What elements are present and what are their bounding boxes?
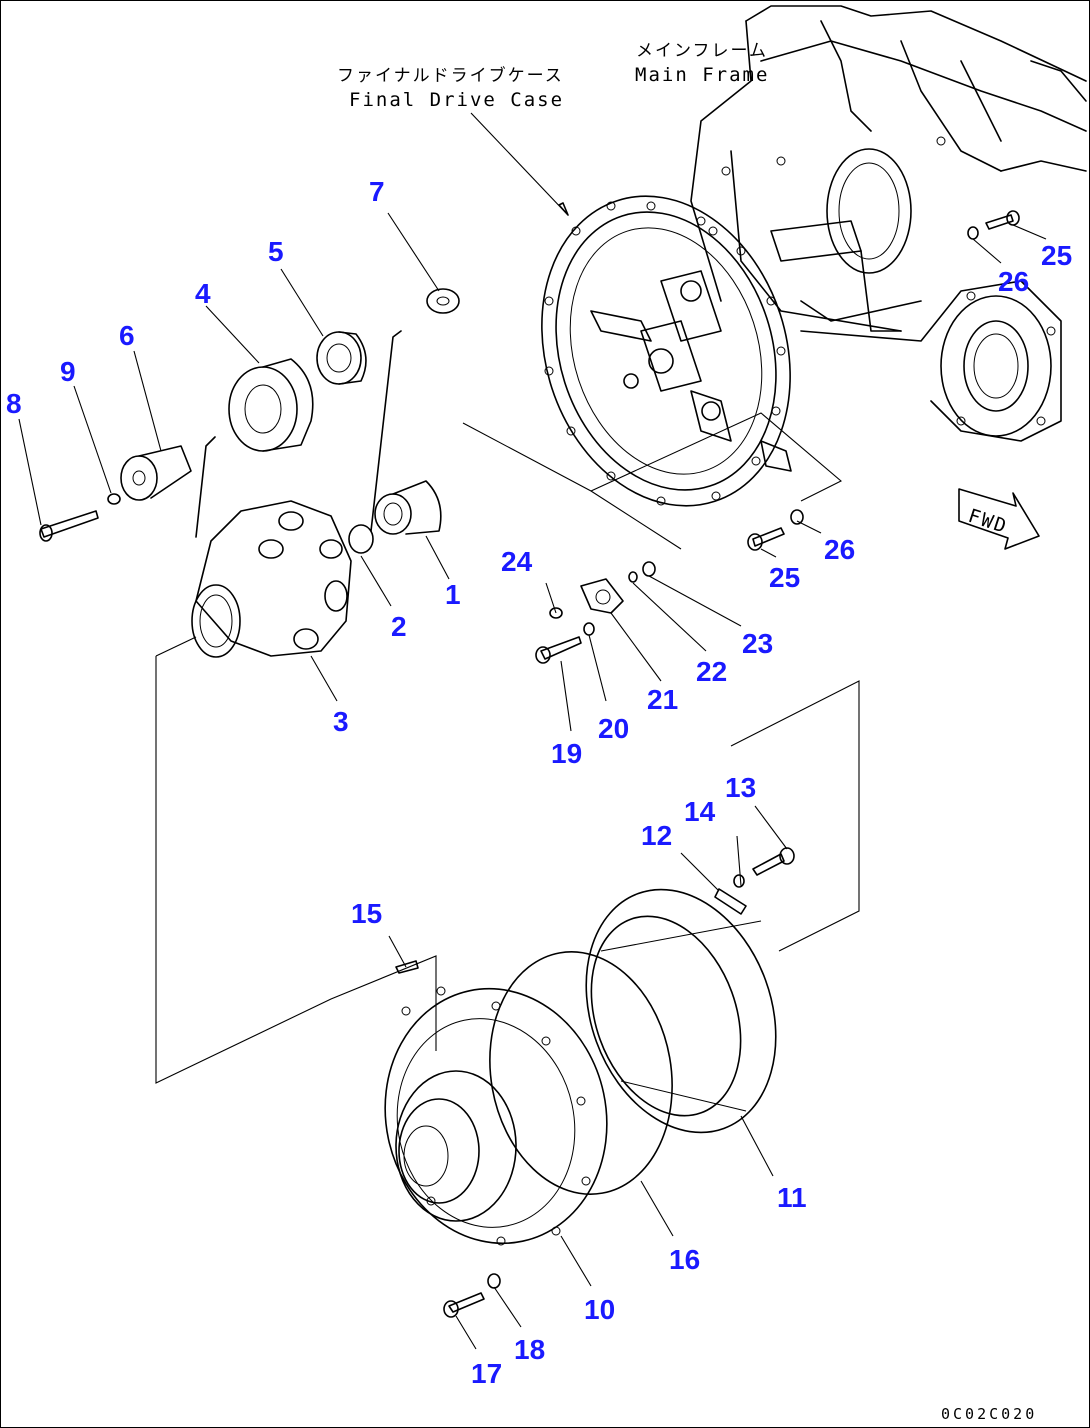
brake-carrier-drawing [384,888,777,1318]
sensor-assembly-drawing [535,210,1020,915]
part-label-13: 13 [725,772,756,803]
part-label-8: 8 [6,388,22,419]
part-label-26-lower: 26 [824,534,855,565]
part-label-7: 7 [369,176,385,207]
part-label-14: 14 [684,796,716,827]
main-frame-drawing [690,5,1087,442]
final-drive-case-en-label: Final Drive Case [349,89,564,111]
fwd-label: FWD [965,505,1010,538]
part-label-20: 20 [598,713,629,744]
part-label-5: 5 [268,236,284,267]
part-label-18: 18 [514,1334,545,1365]
part-label-21: 21 [647,684,678,715]
part-label-22: 22 [696,656,727,687]
part-label-25-lower: 25 [769,562,800,593]
part-label-19: 19 [551,738,582,769]
part-label-12: 12 [641,820,672,851]
part-label-25-upper: 25 [1041,240,1072,271]
leader-lines [18,112,1047,1350]
part-label-10: 10 [584,1294,615,1325]
final-drive-case-drawing [541,195,792,507]
part-label-1: 1 [445,579,461,610]
part-label-4: 4 [195,278,211,309]
fwd-arrow-icon [958,488,1040,550]
final-drive-case-jp-label: ファイナルドライブケース [337,65,564,86]
part-label-24: 24 [501,546,533,577]
main-frame-jp-label: メインフレーム [636,41,768,61]
part-label-16: 16 [669,1244,700,1275]
part-label-26-upper: 26 [998,266,1029,297]
part-label-17: 17 [471,1358,502,1389]
hub-assembly-drawing [39,288,460,658]
part-label-9: 9 [60,356,76,387]
part-label-2: 2 [391,611,407,642]
part-label-11: 11 [777,1182,807,1213]
part-label-3: 3 [333,706,349,737]
part-label-23: 23 [742,628,773,659]
part-label-15: 15 [351,898,382,929]
drawing-code: 0C02C020 [941,1405,1037,1423]
part-labels: 1 2 3 4 5 6 7 8 9 10 11 12 13 14 15 16 1… [6,176,1072,1389]
part-label-6: 6 [119,320,135,351]
main-frame-en-label: Main Frame [635,64,769,86]
